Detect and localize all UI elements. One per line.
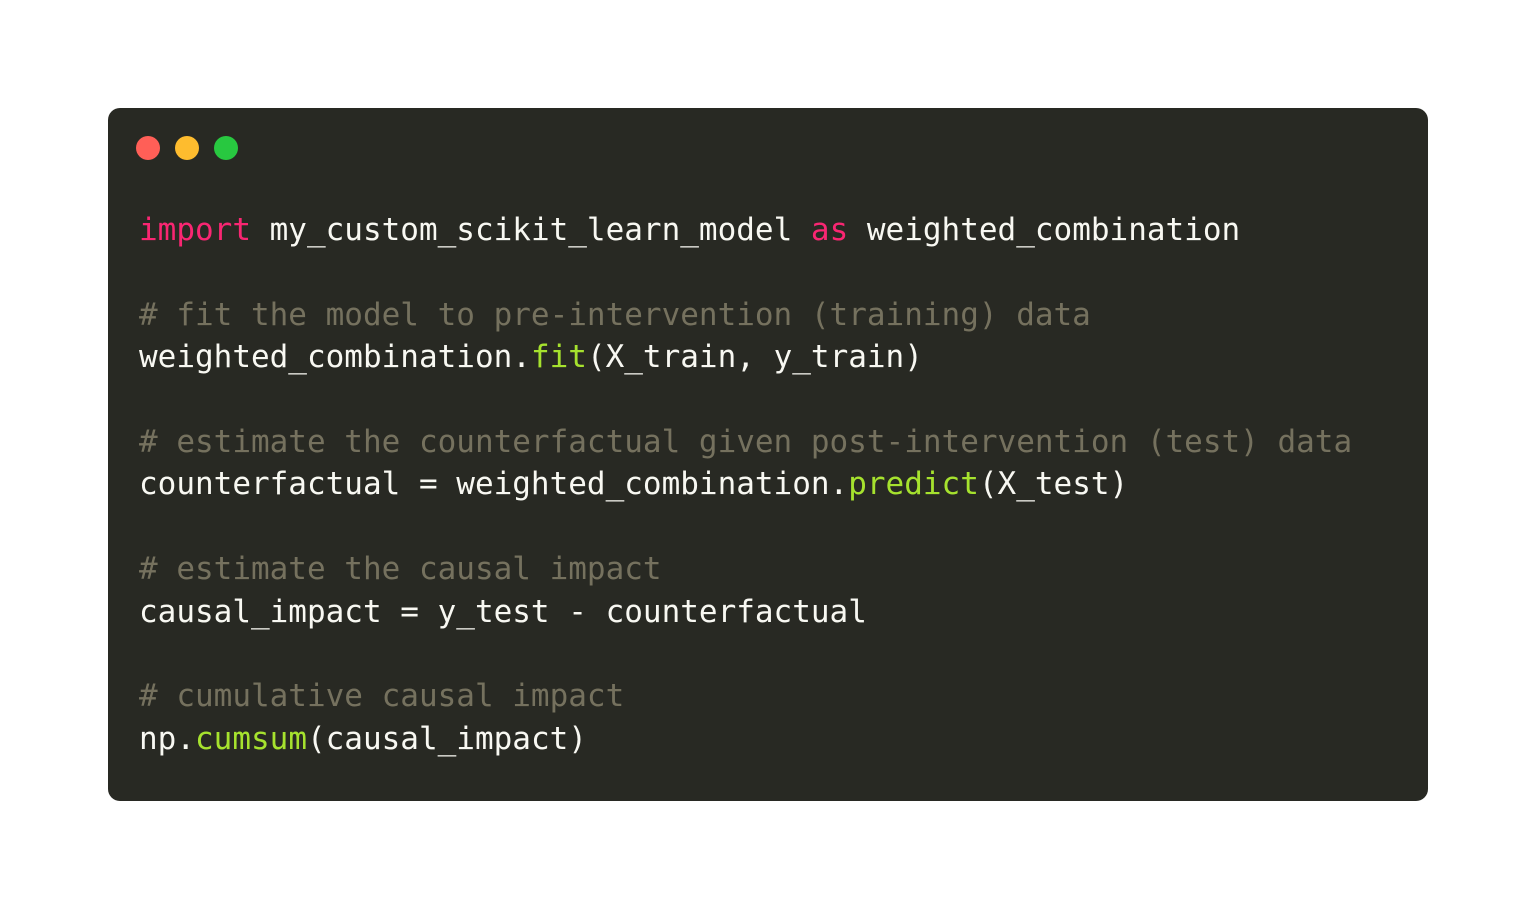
code-line: import my_custom_scikit_learn_model as w… [139,209,1352,251]
code-line: # cumulative causal impact [139,675,1352,717]
code-keyword: as [810,212,849,248]
code-text: my_custom_scikit_learn_model [250,212,811,248]
code-block: import my_custom_scikit_learn_model as w… [139,209,1352,760]
code-text: weighted_combination. [139,339,531,376]
code-comment: # estimate the counterfactual given post… [139,423,1353,460]
code-blank-line [139,633,1352,675]
code-blank-line [139,506,1352,548]
code-line: weighted_combination.fit(X_train, y_trai… [139,336,1352,378]
code-text: (X_test) [978,466,1129,503]
code-window: import my_custom_scikit_learn_model as w… [108,108,1428,801]
code-line: causal_impact = y_test - counterfactual [139,591,1352,633]
zoom-button[interactable] [214,136,238,160]
code-text: np. [139,720,195,757]
code-text: counterfactual = weighted_combination. [139,466,849,503]
code-text: weighted_combination [848,212,1241,248]
code-line: # estimate the counterfactual given post… [139,421,1352,463]
code-comment: # cumulative causal impact [139,678,625,715]
minimize-button[interactable] [175,136,199,160]
code-line: # estimate the causal impact [139,548,1352,590]
close-button[interactable] [136,136,160,160]
code-comment: # estimate the causal impact [139,551,662,588]
code-keyword: import [139,212,251,248]
code-line: np.cumsum(causal_impact) [139,718,1352,760]
code-comment: # fit the model to pre-intervention (tra… [139,296,1091,333]
code-blank-line [139,251,1352,293]
code-blank-line [139,379,1352,421]
code-function: predict [848,466,979,503]
code-text: (causal_impact) [306,720,587,757]
code-text: (X_train, y_train) [586,339,923,376]
code-line: # fit the model to pre-intervention (tra… [139,294,1352,336]
code-function: fit [530,339,587,376]
code-function: cumsum [195,720,307,757]
window-controls [136,136,238,160]
code-text: causal_impact = y_test - counterfactual [139,593,867,630]
code-line: counterfactual = weighted_combination.pr… [139,463,1352,505]
